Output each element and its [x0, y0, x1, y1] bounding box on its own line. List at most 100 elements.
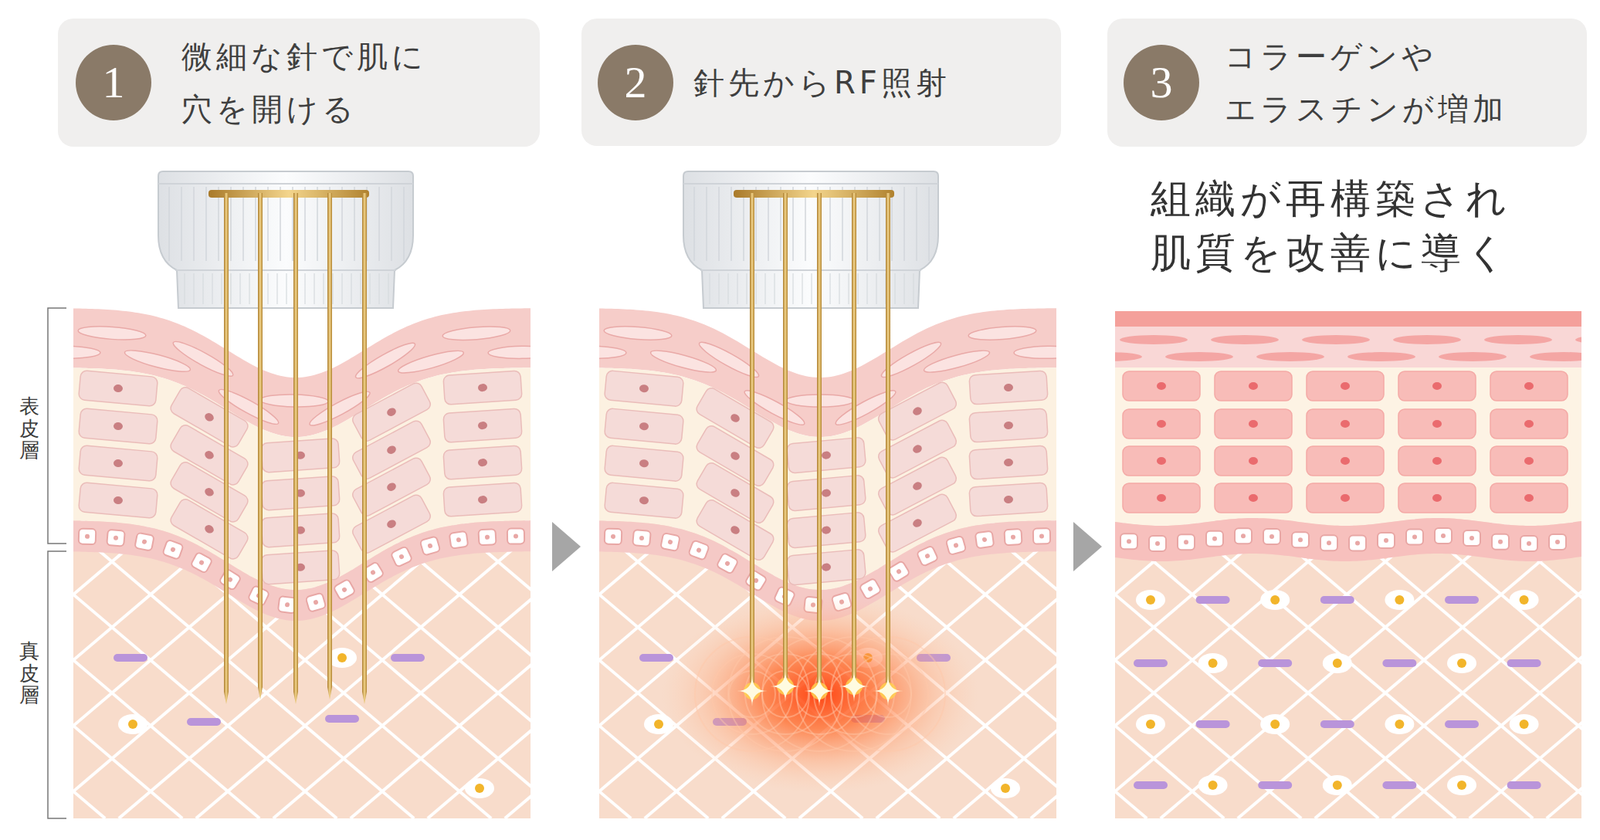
- device-ridge: [220, 273, 222, 305]
- device-ridge: [168, 186, 170, 262]
- cell-body: [1490, 371, 1568, 401]
- cell-nucleus: [513, 533, 519, 539]
- cell-nucleus: [385, 406, 397, 417]
- device-ridge: [279, 186, 282, 262]
- fibroblast: [1198, 775, 1228, 796]
- fibroblast: [1260, 589, 1290, 611]
- device-ridge: [847, 273, 849, 305]
- device-ridge: [866, 273, 868, 305]
- device-ridge: [291, 186, 294, 262]
- cell-nucleus: [113, 535, 119, 541]
- corneum-cell: [599, 345, 627, 360]
- device-ridge: [804, 186, 807, 262]
- cell-nucleus: [639, 535, 645, 542]
- cell-body: [305, 593, 327, 613]
- epidermis-cell: [1490, 483, 1568, 513]
- device-ridge: [866, 186, 868, 262]
- cell-nucleus: [369, 569, 377, 576]
- epidermis-cell: [1398, 483, 1476, 513]
- skin-panel: [599, 308, 1057, 819]
- cell-body: [1122, 371, 1200, 401]
- rf-ripple: [762, 671, 809, 718]
- device-ridge: [903, 273, 905, 305]
- epidermis-cell: [1306, 446, 1384, 476]
- cell-body: [1149, 535, 1167, 552]
- device-ridge: [267, 273, 268, 305]
- device-ridge: [838, 273, 840, 305]
- cell-nucleus: [1126, 538, 1132, 544]
- corneum-cell: [77, 324, 147, 342]
- layer-label: 表皮層: [19, 395, 40, 462]
- epidermis-cell: [603, 408, 684, 445]
- cell-body: [218, 568, 241, 591]
- cell-body: [1398, 446, 1476, 476]
- cell-nucleus: [610, 534, 616, 539]
- basal-cell: [420, 535, 441, 556]
- basal-cell: [190, 552, 214, 574]
- cell-nucleus: [385, 444, 397, 455]
- micro-needle: [885, 193, 891, 695]
- cell-nucleus: [385, 518, 397, 529]
- cell-body: [78, 370, 159, 407]
- corneum-cell: [922, 346, 991, 377]
- step-number: 1: [102, 60, 126, 106]
- corneum-cell: [122, 346, 192, 377]
- cell-body: [858, 578, 882, 600]
- device-ridge: [350, 273, 352, 305]
- cell-body: [1120, 533, 1138, 550]
- cell-body: [78, 482, 159, 519]
- basal-cell: [1033, 528, 1051, 544]
- epidermis-cell: [969, 370, 1048, 405]
- rf-ripple: [864, 671, 912, 718]
- cell-nucleus: [1383, 538, 1389, 543]
- device-ridge: [891, 186, 893, 262]
- device-ridge: [779, 186, 782, 262]
- basal-cell: [477, 528, 496, 546]
- cell-nucleus: [821, 562, 832, 572]
- basal-cell: [1377, 532, 1395, 549]
- cell-body: [1206, 531, 1224, 547]
- cell-nucleus: [1003, 495, 1014, 505]
- device-ridge: [773, 273, 775, 305]
- basal-cell: [134, 532, 154, 552]
- basal-cell: [1120, 533, 1138, 550]
- fibroblast: [1322, 653, 1353, 674]
- needle-device: [158, 171, 414, 309]
- cell-nucleus: [724, 560, 731, 567]
- cell-body: [1320, 535, 1338, 551]
- cell-nucleus: [1298, 537, 1303, 543]
- device-ridge: [403, 186, 405, 262]
- cell-nucleus: [84, 534, 90, 539]
- device-ridge: [254, 186, 257, 262]
- basal-cell: [887, 560, 910, 583]
- corneum-cell: [968, 324, 1038, 343]
- cell-body: [1491, 534, 1509, 550]
- fibroblast-nucleus: [1145, 595, 1156, 605]
- fibroblast-nucleus: [1332, 780, 1343, 790]
- cell-nucleus: [952, 542, 959, 549]
- epidermis-cell: [1490, 371, 1568, 401]
- basal-cell: [218, 568, 241, 591]
- fibroblast: [118, 714, 148, 735]
- cell-nucleus: [895, 568, 902, 575]
- corneum-cell: [1119, 335, 1188, 345]
- basal-cell: [688, 539, 710, 560]
- cell-body: [1234, 528, 1252, 544]
- micro-needle: [783, 193, 788, 690]
- device-ridge: [211, 273, 213, 305]
- elastin-fiber: [639, 654, 674, 662]
- epidermis-cell: [78, 482, 159, 519]
- device-ridge: [230, 186, 232, 262]
- device-ridge: [755, 273, 756, 305]
- cell-body: [603, 370, 684, 407]
- cell-body: [916, 545, 939, 567]
- cell-body: [1349, 535, 1367, 552]
- device-body: [158, 171, 414, 309]
- basal-cell: [744, 569, 767, 593]
- fibroblast: [1447, 775, 1477, 796]
- epidermis-cell: [603, 482, 684, 519]
- device-ridge: [341, 273, 343, 305]
- basal-cell: [305, 593, 327, 613]
- cell-body: [1398, 371, 1476, 401]
